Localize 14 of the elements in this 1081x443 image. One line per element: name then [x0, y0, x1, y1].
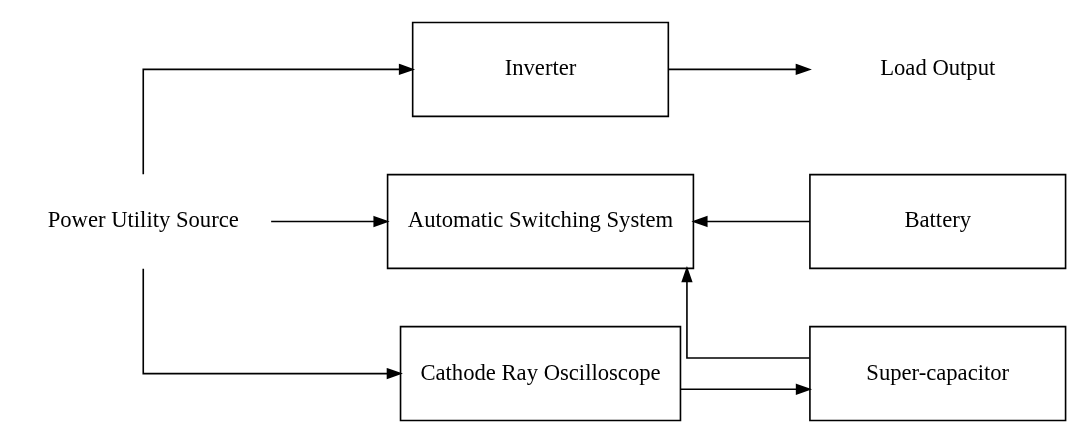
arrow	[691, 215, 811, 228]
arrow	[270, 215, 390, 228]
node-text: Load Output	[880, 55, 996, 81]
arrow	[142, 268, 403, 380]
node-box: Battery	[809, 173, 1067, 270]
node-box: Cathode Ray Oscilloscope	[399, 325, 682, 422]
node-box: Inverter	[411, 21, 670, 118]
arrow	[142, 63, 416, 175]
node-box: Super-capacitor	[809, 325, 1067, 422]
arrow	[681, 266, 811, 359]
arrow	[679, 383, 813, 395]
node-box: Automatic Switching System	[386, 173, 695, 270]
arrow	[667, 63, 812, 76]
node-text: Power Utility Source	[47, 207, 239, 233]
